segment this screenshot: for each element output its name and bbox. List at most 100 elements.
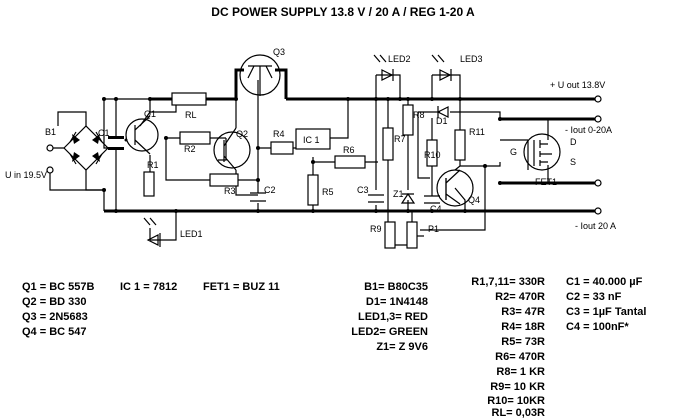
resistor-r7 — [382, 127, 394, 161]
label-r9: R9 — [370, 224, 382, 234]
label-led2: LED2 — [388, 54, 411, 64]
label-fet1: FET1 — [535, 177, 557, 187]
bom-col3-item: R8= 1 KR — [496, 366, 545, 378]
label-q1: Q1 — [144, 109, 156, 119]
bom-col2-item: LED1,3= RED — [358, 311, 428, 323]
bom-col1-item: Q2 = BD 330 — [22, 296, 87, 308]
bom-col3: R1,7,11= 330R R2= 470R R3= 47R R4= 18R R… — [471, 276, 545, 419]
capacitor-c2 — [250, 192, 266, 202]
diagram-title: DC POWER SUPPLY 13.8 V / 20 A / REG 1-20… — [211, 5, 475, 19]
transistor-q2 — [213, 127, 251, 171]
bom-col4-item: C1 = 40.000 µF — [566, 276, 643, 288]
label-z1: Z1 — [393, 189, 404, 199]
label-c4: C4 — [430, 204, 442, 214]
label-r1: R1 — [147, 160, 159, 170]
resistor-r4 — [270, 141, 294, 155]
bom-col3-item: R1,7,11= 330R — [471, 276, 545, 288]
terminal-iout20 — [594, 207, 602, 215]
label-b1: B1 — [45, 127, 56, 137]
label-ic1: IC 1 — [303, 135, 320, 145]
label-r4: R4 — [273, 129, 285, 139]
label-c3: C3 — [357, 185, 369, 195]
led3 — [431, 54, 452, 81]
mosfet-fet1 — [523, 133, 561, 171]
bom-col3-item: R2= 470R — [495, 291, 545, 303]
capacitor-c4 — [424, 195, 440, 204]
label-r11: R11 — [469, 127, 485, 137]
label-r8: R8 — [413, 110, 425, 120]
label-r7: R7 — [394, 134, 406, 144]
led2 — [373, 54, 394, 81]
label-led1: LED1 — [180, 229, 203, 239]
terminal-iout-d — [594, 115, 602, 123]
resistor-rl — [171, 92, 207, 106]
bom-col2-item: LED2= GREEN — [351, 326, 428, 338]
label-c1: C1 — [98, 128, 110, 138]
label-q3: Q3 — [273, 47, 285, 57]
regulator-ic1 — [295, 128, 331, 150]
resistor-r1 — [143, 171, 155, 197]
label-uout: + U out 13.8V — [550, 80, 605, 90]
label-r3: R3 — [224, 186, 236, 196]
bom-col3-item: R9= 10 KR — [490, 381, 545, 393]
bom-col2-item: Z1= Z 9V6 — [376, 341, 428, 353]
label-iout: - Iout 0-20A — [565, 125, 612, 135]
label-iout20: - Iout 20 A — [575, 221, 616, 231]
bom-ic: IC 1 = 7812 — [120, 281, 177, 293]
bom-col3-item: R4= 18R — [501, 321, 545, 333]
label-g: G — [510, 147, 517, 157]
resistor-r11 — [454, 129, 466, 161]
label-d: D — [570, 137, 577, 147]
terminal-iout-s — [594, 179, 602, 187]
bom-col1-item: Q3 = 2N5683 — [22, 311, 88, 323]
label-q2: Q2 — [236, 129, 248, 139]
circuit-wires — [49, 68, 598, 246]
bom-col3-item: R10= 10KR — [487, 395, 545, 407]
bom-col2-item: B1= B80C35 — [364, 281, 428, 293]
resistor-r5 — [307, 174, 319, 206]
terminal-uout — [594, 95, 602, 103]
label-p1: P1 — [428, 224, 439, 234]
bom-col4-item: C3 = 1µF Tantal — [566, 306, 646, 318]
label-r5: R5 — [322, 187, 334, 197]
bom-col4-item: C4 = 100nF* — [566, 321, 629, 333]
label-r10: R10 — [424, 150, 441, 160]
resistor-r6 — [334, 155, 366, 169]
bom-col3-item: R6= 470R — [495, 351, 545, 363]
capacitor-c1 — [108, 136, 128, 150]
bom-col3-item: RL= 0,03R — [492, 407, 546, 419]
bom-col1-item: Q1 = BC 557B — [22, 281, 95, 293]
label-d1: D1 — [436, 116, 448, 126]
label-rl: RL — [185, 110, 197, 120]
led1 — [143, 217, 161, 247]
terminal-uin-1 — [46, 166, 54, 174]
resistor-r8 — [402, 104, 414, 136]
resistor-r9 — [384, 221, 396, 249]
diode-d1 — [436, 106, 449, 118]
transistor-q1 — [125, 115, 159, 155]
label-q4: Q4 — [468, 195, 480, 205]
bom-col3-item: R5= 73R — [501, 336, 545, 348]
bom-col1: Q1 = BC 557B Q2 = BD 330 Q3 = 2N5683 Q4 … — [22, 281, 95, 338]
capacitor-c3 — [368, 194, 384, 203]
potentiometer-p1 — [406, 221, 424, 249]
label-s: S — [570, 157, 576, 167]
resistor-r10 — [426, 139, 438, 167]
bom-fet: FET1 = BUZ 11 — [203, 281, 280, 293]
label-c2: C2 — [264, 185, 276, 195]
bom-col3-item: R3= 47R — [501, 306, 545, 318]
bom-col4: C1 = 40.000 µF C2 = 33 nF C3 = 1µF Tanta… — [566, 276, 646, 333]
transistor-q4 — [436, 169, 474, 207]
resistor-r2 — [179, 131, 211, 145]
terminal-uin-2 — [46, 144, 54, 152]
label-led3: LED3 — [460, 54, 483, 64]
bom-col2: B1= B80C35 D1= 1N4148 LED1,3= RED LED2= … — [351, 281, 428, 353]
bom-col4-item: C2 = 33 nF — [566, 291, 622, 303]
label-r2: R2 — [184, 144, 196, 154]
resistor-r3 — [209, 173, 239, 187]
transistor-q3 — [239, 54, 281, 96]
bom-col1-item: Q4 = BC 547 — [22, 326, 87, 338]
label-r6: R6 — [343, 145, 355, 155]
zener-z1 — [400, 192, 416, 204]
